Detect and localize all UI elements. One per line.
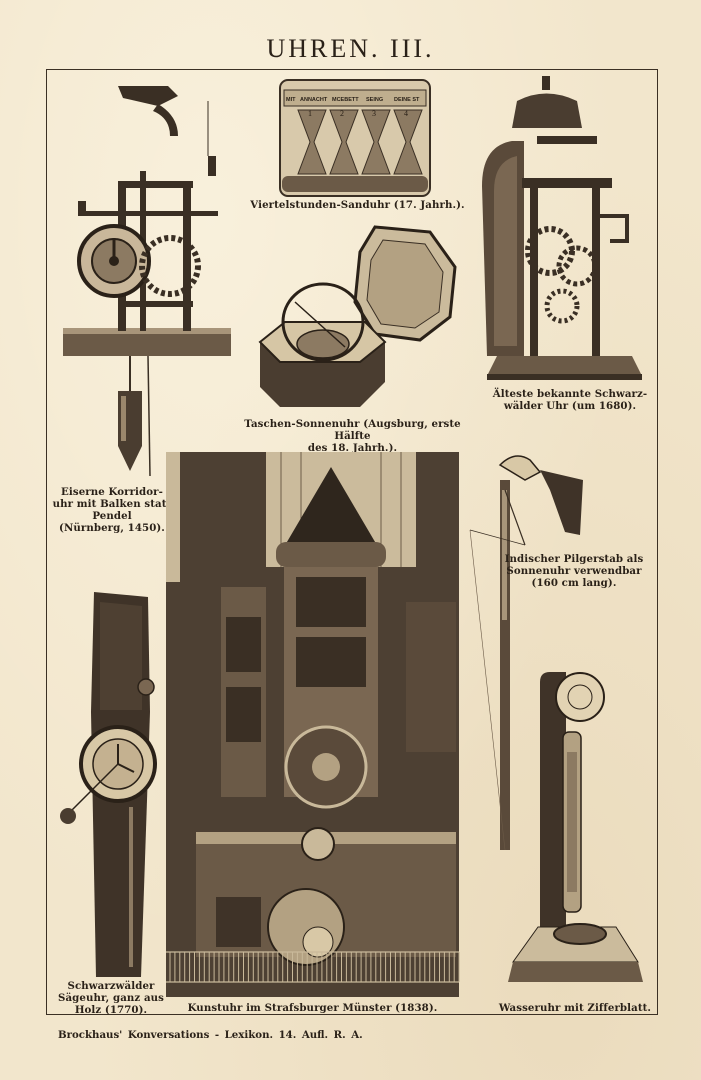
caption-line: Eiserne Korridor-: [61, 486, 163, 498]
figure-4-illustration: [482, 76, 642, 380]
caption-line: Viertelstunden-Sanduhr (17. Jahrh.).: [250, 199, 465, 211]
figure-4-caption: Älteste bekannte Schwarz- wälder Uhr (um…: [484, 388, 656, 412]
caption-line: (160 cm lang).: [531, 577, 617, 589]
figure-6-illustration: [166, 452, 460, 997]
figure-2-illustration: MIT ANNACHT MCEBETT SEING DEINE ST 1 2 3…: [279, 79, 431, 197]
glass-label: MIT: [286, 97, 296, 103]
glass-label: MCEBETT: [332, 97, 359, 103]
glass-label: DEINE ST: [394, 97, 420, 103]
caption-line: Sonnenuhr verwendbar: [506, 565, 642, 577]
figure-5-caption: Schwarzwälder Sägeuhr, ganz aus Holz (17…: [47, 980, 175, 1016]
figure-8-illustration: [508, 672, 643, 982]
caption-line: Kunstuhr im Strafsburger Münster (1838).: [187, 1002, 438, 1014]
caption-line: Pendel: [92, 510, 132, 522]
caption-line: Sägeuhr, ganz aus: [57, 992, 164, 1004]
figure-1-caption: Eiserne Korridor- uhr mit Balken statt P…: [48, 486, 176, 534]
glass-label: ANNACHT: [300, 97, 328, 103]
glass-number: 1: [308, 109, 312, 118]
figure-3-caption: Taschen-Sonnenuhr (Augsburg, erste Hälft…: [225, 418, 480, 454]
caption-line: Älteste bekannte Schwarz-: [492, 388, 648, 400]
glass-number: 4: [404, 109, 408, 118]
figure-3-illustration: [258, 225, 457, 407]
caption-line: (Nürnberg, 1450).: [59, 522, 165, 534]
caption-line: Taschen-Sonnenuhr (Augsburg, erste Hälft…: [244, 418, 461, 442]
glass-number: 3: [372, 109, 376, 118]
figure-7-caption: Indischer Pilgerstab als Sonnenuhr verwe…: [494, 553, 654, 589]
caption-line: Wasseruhr mit Zifferblatt.: [498, 1002, 652, 1014]
caption-line: des 18. Jahrh.).: [307, 442, 398, 454]
plate-frame: [46, 69, 658, 1015]
caption-line: uhr mit Balken statt: [52, 498, 172, 510]
caption-line: Schwarzwälder: [67, 980, 155, 992]
publisher-footer: Brockhaus' Konversations - Lexikon. 14. …: [58, 1029, 363, 1041]
figure-5-illustration: [60, 592, 157, 977]
figure-6-caption: Kunstuhr im Strafsburger Münster (1838).: [166, 1002, 459, 1014]
caption-line: wälder Uhr (um 1680).: [503, 400, 637, 412]
caption-line: Holz (1770).: [74, 1004, 148, 1016]
glass-number: 2: [340, 109, 344, 118]
glass-label: SEING: [366, 97, 383, 103]
figure-2-caption: Viertelstunden-Sanduhr (17. Jahrh.).: [240, 199, 475, 211]
figure-8-caption: Wasseruhr mit Zifferblatt.: [480, 1002, 670, 1014]
plate-title: UHREN. III.: [266, 34, 435, 63]
figure-1-illustration: [63, 86, 231, 477]
figure-7-illustration: [469, 455, 583, 851]
caption-line: Indischer Pilgerstab als: [504, 553, 644, 565]
